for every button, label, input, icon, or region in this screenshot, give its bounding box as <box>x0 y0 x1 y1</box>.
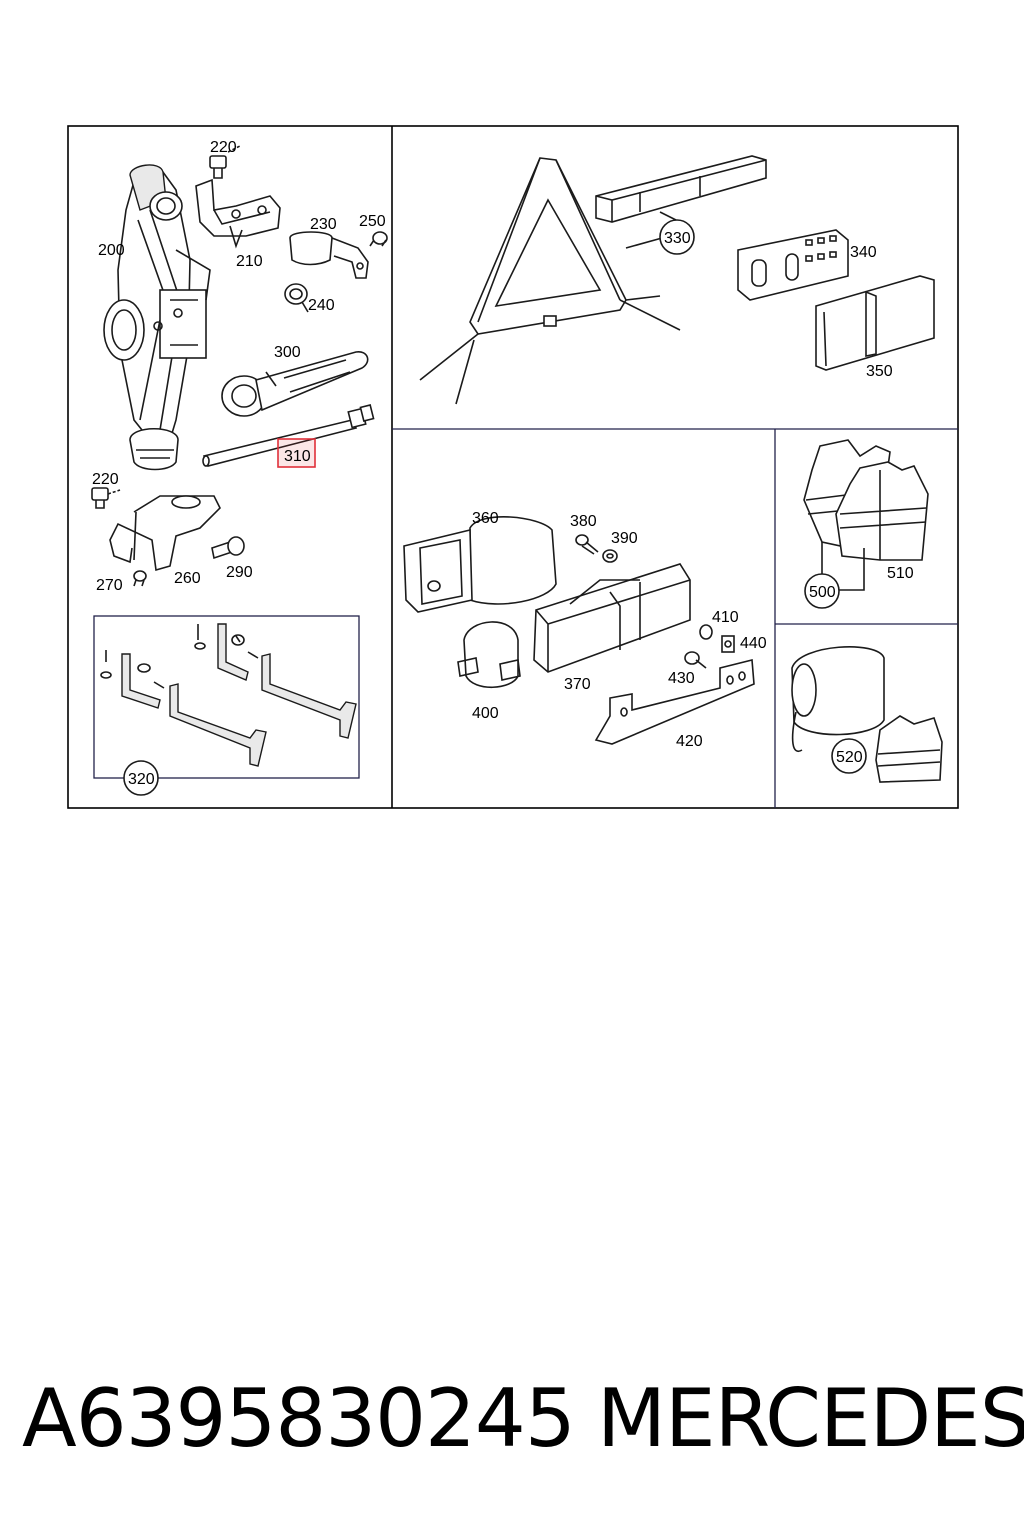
diagram-frames <box>67 125 959 809</box>
label-250: 250 <box>359 213 386 230</box>
label-420: 420 <box>676 733 703 750</box>
circle-520 <box>831 738 867 774</box>
label-310[interactable]: 310 <box>284 448 311 465</box>
label-220-lower: 220 <box>92 471 119 488</box>
label-370: 370 <box>564 676 591 693</box>
label-380: 380 <box>570 513 597 530</box>
label-210: 210 <box>236 253 263 270</box>
circle-330 <box>659 219 695 255</box>
bracket-260-drawing <box>109 495 221 572</box>
bracket-420-drawing <box>594 658 755 745</box>
footer-caption: A6395830245 MERCEDES <box>0 1372 1024 1472</box>
first-aid-kit-360-drawing <box>403 516 557 613</box>
bolt-240-drawing <box>284 283 309 313</box>
label-200: 200 <box>98 242 125 259</box>
warning-triangle-drawing <box>419 157 681 405</box>
label-500: 500 <box>809 584 836 601</box>
screw-250-drawing <box>369 231 388 247</box>
label-320: 320 <box>128 771 155 788</box>
label-270: 270 <box>96 577 123 594</box>
circle-500 <box>804 573 840 609</box>
label-400: 400 <box>472 705 499 722</box>
brand-name: MERCEDES <box>597 1372 1024 1465</box>
circle-320 <box>123 760 159 796</box>
clamp-230-drawing <box>289 231 369 279</box>
vest-pouch-520-drawing <box>791 646 943 783</box>
label-430: 430 <box>668 670 695 687</box>
strap-400-drawing <box>457 621 521 688</box>
vests-500-510-drawing <box>803 439 929 591</box>
bolt-290-drawing <box>211 536 245 560</box>
label-230: 230 <box>310 216 337 233</box>
parts-diagram: 220 210 230 250 240 200 300 310 220 270 … <box>67 125 959 809</box>
pouch-350-drawing <box>815 275 935 371</box>
label-350: 350 <box>866 363 893 380</box>
label-440: 440 <box>740 635 767 652</box>
label-360: 360 <box>472 510 499 527</box>
label-330: 330 <box>664 230 691 247</box>
scissor-jack-drawing <box>103 164 211 471</box>
screw-380-drawing <box>575 534 599 555</box>
bolt-220-lower-drawing <box>91 487 121 509</box>
label-290: 290 <box>226 564 253 581</box>
tray-370-drawing <box>533 563 691 673</box>
callout-labels: 220 210 230 250 240 200 300 310 220 270 … <box>92 139 914 788</box>
wrench-300-drawing <box>221 351 369 417</box>
label-410: 410 <box>712 609 739 626</box>
case-330-drawing <box>595 155 767 223</box>
spacer-410-drawing <box>699 624 713 640</box>
holder-340-drawing <box>737 229 849 301</box>
clip-440-drawing <box>721 635 735 653</box>
label-260: 260 <box>174 570 201 587</box>
label-510: 510 <box>887 565 914 582</box>
highlight-box-310 <box>277 438 316 468</box>
bracket-210-drawing <box>195 178 281 249</box>
part-number: A6395830245 <box>22 1372 576 1465</box>
washer-390-drawing <box>602 549 618 563</box>
leader-lines <box>625 211 677 249</box>
label-390: 390 <box>611 530 638 547</box>
bolt-270-drawing <box>133 570 147 587</box>
label-340: 340 <box>850 244 877 261</box>
straps-320-drawing <box>100 623 357 767</box>
label-220-top: 220 <box>210 139 237 156</box>
bolt-430-drawing <box>684 651 707 669</box>
label-240: 240 <box>308 297 335 314</box>
rod-310-drawing <box>202 404 375 467</box>
bolt-220-top-drawing <box>209 145 241 179</box>
label-300: 300 <box>274 344 301 361</box>
label-520: 520 <box>836 749 863 766</box>
